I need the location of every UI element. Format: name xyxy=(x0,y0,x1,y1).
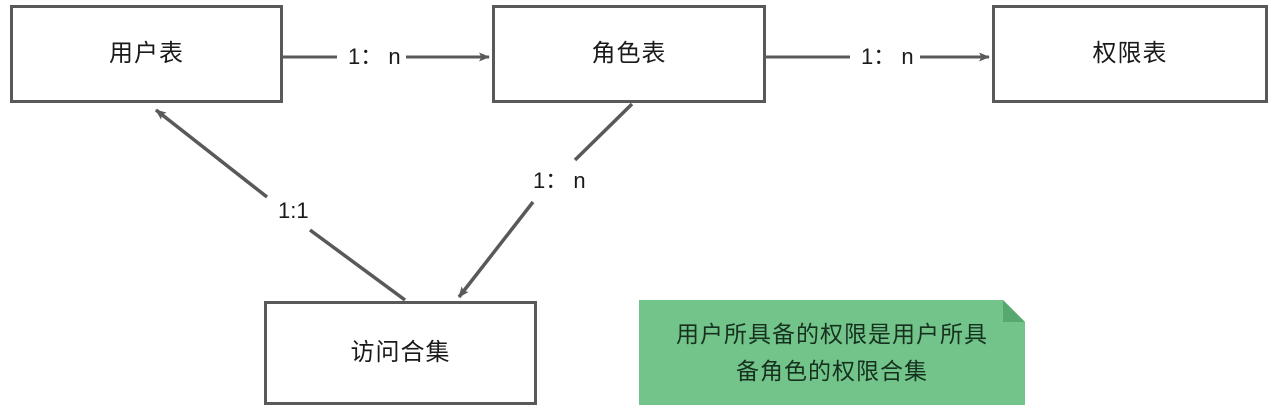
callout-line-2: 备角色的权限合集 xyxy=(736,357,928,384)
edge-access-to-user xyxy=(154,108,407,302)
edge-label-role-to-access: 1： n xyxy=(530,170,589,192)
entity-box-role-table[interactable]: 角色表 xyxy=(492,5,766,103)
entity-box-user-table[interactable]: 用户表 xyxy=(10,5,283,103)
entity-box-access-set[interactable]: 访问合集 xyxy=(264,301,537,405)
edge-role-to-access xyxy=(457,102,634,299)
edge-label-access-to-user: 1:1 xyxy=(275,200,312,222)
callout-line-1: 用户所具备的权限是用户所具 xyxy=(676,321,988,348)
callout-text-block: 用户所具备的权限是用户所具 备角色的权限合集 xyxy=(639,300,1025,405)
entity-label-perm-table: 权限表 xyxy=(1092,40,1168,67)
permission-note-callout: 用户所具备的权限是用户所具 备角色的权限合集 xyxy=(639,300,1025,405)
entity-label-role-table: 角色表 xyxy=(591,40,667,67)
entity-label-user-table: 用户表 xyxy=(109,40,184,67)
entity-label-access-set: 访问合集 xyxy=(350,339,451,366)
entity-box-perm-table[interactable]: 权限表 xyxy=(992,5,1268,103)
edge-label-role-to-perm: 1： n xyxy=(858,46,917,68)
callout-shape xyxy=(639,300,1025,405)
edge-label-user-to-role: 1： n xyxy=(345,46,404,68)
